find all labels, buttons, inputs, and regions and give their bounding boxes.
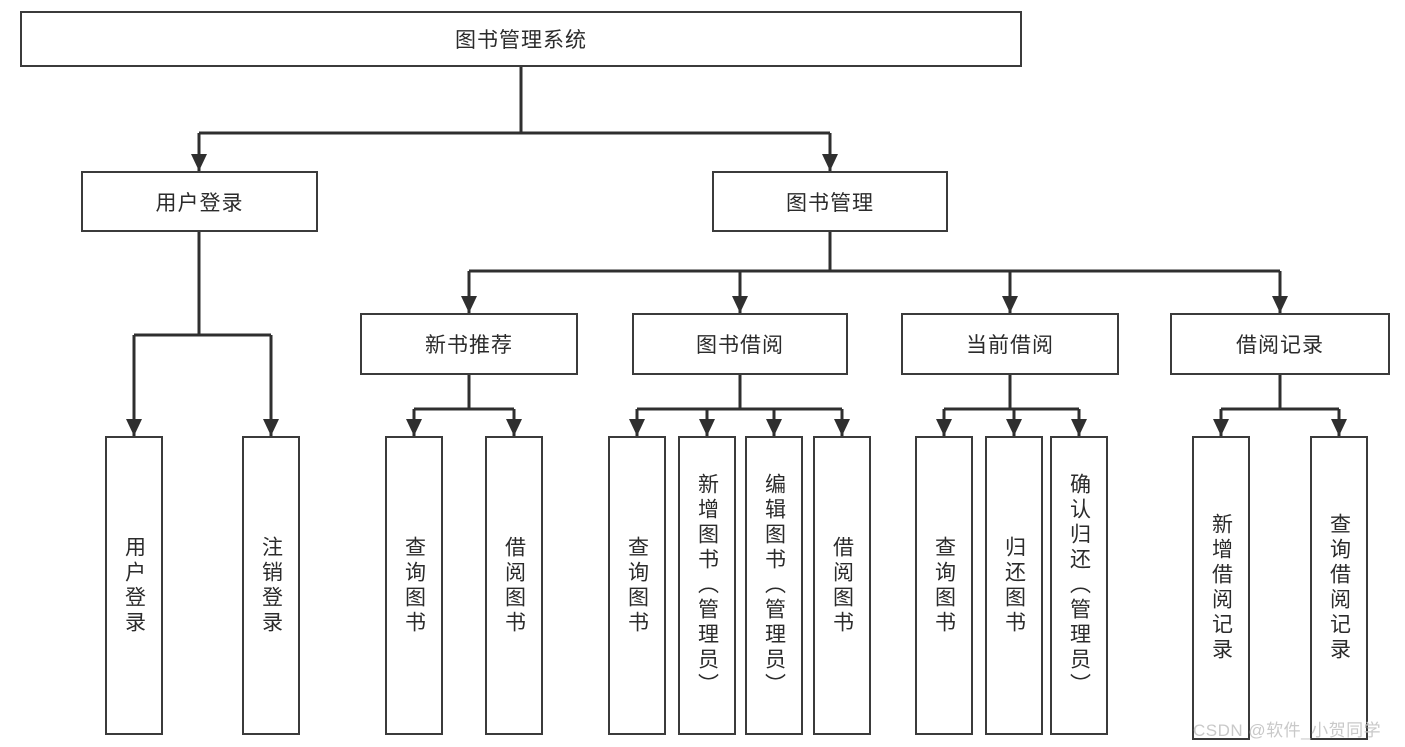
node-leaf-add-record[interactable]: 新增借阅记录: [1192, 436, 1250, 740]
node-label: 新增借阅记录: [1209, 513, 1233, 663]
node-borrow-record[interactable]: 借阅记录: [1170, 313, 1390, 375]
node-leaf-query-record[interactable]: 查询借阅记录: [1310, 436, 1368, 740]
node-label: 归还图书: [1002, 535, 1026, 636]
arrowhead-icon: [1071, 419, 1087, 436]
node-label: 新书推荐: [425, 334, 513, 357]
node-leaf-user-login[interactable]: 用户登录: [105, 436, 163, 735]
arrowhead-icon: [834, 419, 850, 436]
arrowhead-icon: [126, 419, 142, 436]
node-label: 图书管理系统: [455, 29, 587, 52]
node-leaf-query-book-2[interactable]: 查询图书: [608, 436, 666, 735]
arrowhead-icon: [1213, 419, 1229, 436]
arrowhead-icon: [732, 296, 748, 313]
node-label: 查询借阅记录: [1327, 513, 1351, 663]
node-label: 图书借阅: [696, 334, 784, 357]
arrowhead-icon: [699, 419, 715, 436]
node-label: 新增图书（管理员）: [695, 473, 719, 698]
node-root[interactable]: 图书管理系统: [20, 11, 1022, 67]
node-current-borrow[interactable]: 当前借阅: [901, 313, 1119, 375]
node-leaf-logout[interactable]: 注销登录: [242, 436, 300, 735]
node-label: 用户登录: [155, 191, 244, 215]
arrowhead-icon: [629, 419, 645, 436]
node-label: 查询图书: [402, 535, 426, 636]
node-user-login[interactable]: 用户登录: [81, 171, 318, 232]
node-leaf-borrow-book-1[interactable]: 借阅图书: [485, 436, 543, 735]
node-label: 图书管理: [786, 191, 874, 215]
node-label: 用户登录: [122, 535, 146, 636]
node-label: 当前借阅: [966, 334, 1054, 357]
node-label: 注销登录: [259, 535, 283, 636]
node-label: 查询图书: [625, 535, 649, 636]
node-label: 确认归还（管理员）: [1067, 473, 1091, 698]
node-book-manage[interactable]: 图书管理: [712, 171, 948, 232]
node-label: 借阅图书: [502, 535, 526, 636]
node-leaf-confirm-return[interactable]: 确认归还（管理员）: [1050, 436, 1108, 735]
arrowhead-icon: [406, 419, 422, 436]
arrowhead-icon: [936, 419, 952, 436]
node-leaf-query-book-1[interactable]: 查询图书: [385, 436, 443, 735]
node-leaf-add-book[interactable]: 新增图书（管理员）: [678, 436, 736, 735]
node-label: 借阅记录: [1236, 334, 1324, 357]
node-leaf-return-book[interactable]: 归还图书: [985, 436, 1043, 735]
arrowhead-icon: [766, 419, 782, 436]
watermark: CSDN @软件_小贺同学: [1193, 721, 1382, 740]
arrowhead-icon: [191, 154, 207, 171]
arrowhead-icon: [1002, 296, 1018, 313]
arrowhead-icon: [1331, 419, 1347, 436]
node-label: 编辑图书（管理员）: [762, 473, 786, 698]
arrowhead-icon: [1272, 296, 1288, 313]
arrowhead-icon: [1006, 419, 1022, 436]
node-label: 借阅图书: [830, 535, 854, 636]
node-leaf-borrow-book-2[interactable]: 借阅图书: [813, 436, 871, 735]
node-book-borrow[interactable]: 图书借阅: [632, 313, 848, 375]
node-leaf-query-book-3[interactable]: 查询图书: [915, 436, 973, 735]
arrowhead-icon: [506, 419, 522, 436]
arrowhead-icon: [263, 419, 279, 436]
node-leaf-edit-book[interactable]: 编辑图书（管理员）: [745, 436, 803, 735]
arrowhead-icon: [461, 296, 477, 313]
arrowhead-icon: [822, 154, 838, 171]
node-new-book-rec[interactable]: 新书推荐: [360, 313, 578, 375]
node-label: 查询图书: [932, 535, 956, 636]
